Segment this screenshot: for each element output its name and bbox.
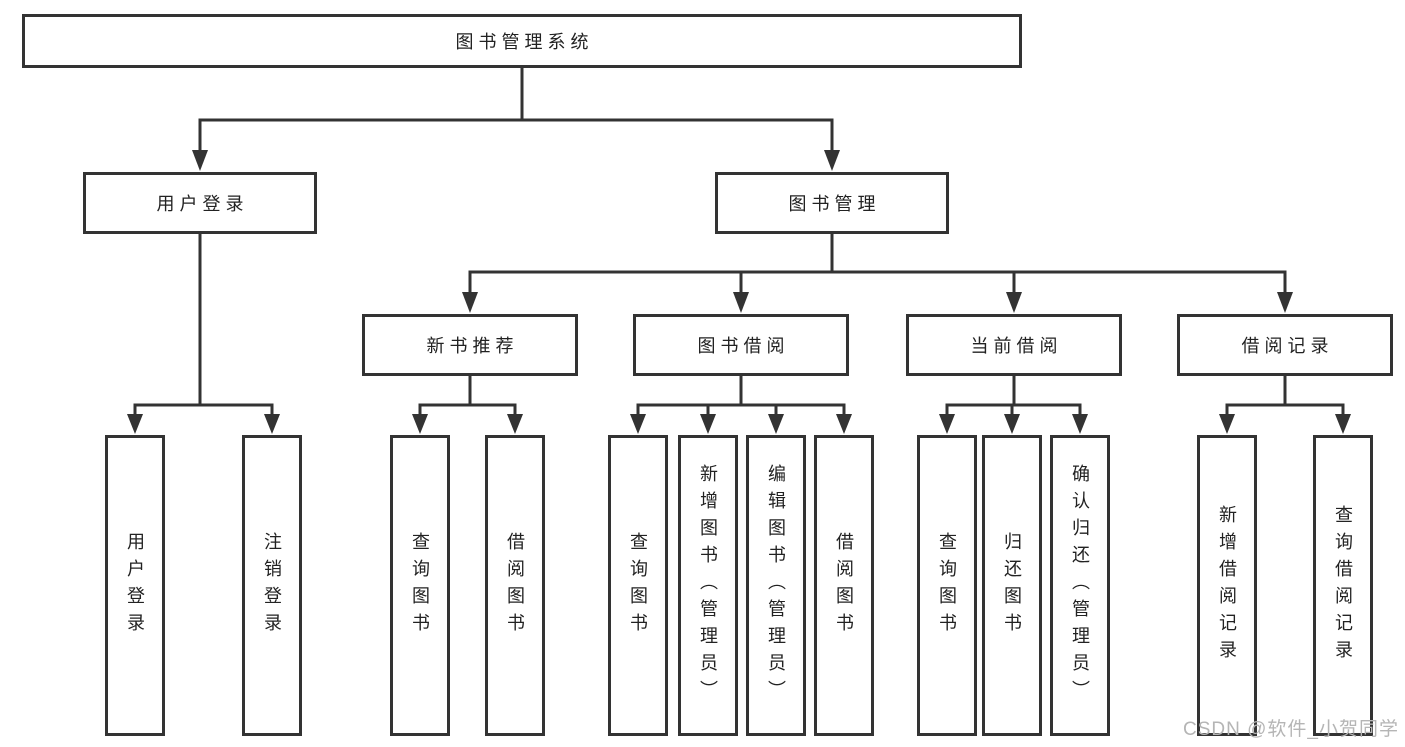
leaf-logout-label: 注销登录 (262, 531, 282, 640)
arrowhead (1219, 414, 1235, 434)
arrowhead (768, 414, 784, 434)
node-new-book-rec-label: 新书推荐 (426, 336, 519, 356)
leaf-nb-borrow-book: 借阅图书 (485, 435, 545, 736)
leaf-bb-borrow-book: 借阅图书 (814, 435, 874, 736)
leaf-bb-add-book: 新增图书（管理员） (678, 435, 738, 736)
node-new-book-rec: 新书推荐 (362, 314, 578, 376)
leaf-br-query-record: 查询借阅记录 (1313, 435, 1373, 736)
arrowhead (836, 414, 852, 434)
arrowhead (1072, 414, 1088, 434)
leaf-cb-return-book: 归还图书 (982, 435, 1042, 736)
leaf-nb-query-book: 查询图书 (390, 435, 450, 736)
arrowhead (127, 414, 143, 434)
node-root-label: 图书管理系统 (455, 32, 594, 52)
arrowhead (192, 150, 208, 171)
node-user-login: 用户登录 (83, 172, 317, 234)
leaf-user-login-label: 用户登录 (125, 531, 145, 640)
connector-book-borrow-children (630, 376, 852, 434)
leaf-br-add-record-label: 新增借阅记录 (1217, 504, 1237, 667)
node-book-mgmt: 图书管理 (715, 172, 949, 234)
arrowhead (733, 292, 749, 313)
node-borrow-record-label: 借阅记录 (1241, 336, 1334, 356)
connector-book-mgmt-children (462, 234, 1293, 313)
watermark: CSDN @软件_小贺同学 (1183, 719, 1399, 740)
connector-user-login-children (127, 234, 280, 434)
leaf-bb-query-book: 查询图书 (608, 435, 668, 736)
node-book-mgmt-label: 图书管理 (788, 194, 881, 214)
node-root: 图书管理系统 (22, 14, 1022, 68)
leaf-br-add-record: 新增借阅记录 (1197, 435, 1257, 736)
arrowhead (1277, 292, 1293, 313)
leaf-nb-query-book-label: 查询图书 (410, 531, 430, 640)
node-borrow-record: 借阅记录 (1177, 314, 1393, 376)
arrowhead (264, 414, 280, 434)
leaf-bb-add-book-label: 新增图书（管理员） (698, 464, 718, 707)
arrowhead (462, 292, 478, 313)
leaf-cb-confirm-return: 确认归还（管理员） (1050, 435, 1110, 736)
connector-root-to-level2 (192, 68, 840, 171)
leaf-cb-confirm-return-label: 确认归还（管理员） (1070, 464, 1090, 707)
node-book-borrow: 图书借阅 (633, 314, 849, 376)
node-book-borrow-label: 图书借阅 (697, 336, 790, 356)
leaf-nb-borrow-book-label: 借阅图书 (505, 531, 525, 640)
leaf-logout: 注销登录 (242, 435, 302, 736)
node-current-borrow: 当前借阅 (906, 314, 1122, 376)
node-user-login-label: 用户登录 (156, 194, 249, 214)
connector-borrow-record-children (1219, 376, 1351, 434)
arrowhead (412, 414, 428, 434)
leaf-user-login: 用户登录 (105, 435, 165, 736)
arrowhead (700, 414, 716, 434)
arrowhead (824, 150, 840, 171)
arrowhead (939, 414, 955, 434)
leaf-bb-edit-book: 编辑图书（管理员） (746, 435, 806, 736)
arrowhead (1004, 414, 1020, 434)
node-current-borrow-label: 当前借阅 (970, 336, 1063, 356)
leaf-bb-edit-book-label: 编辑图书（管理员） (766, 464, 786, 707)
leaf-cb-query-book-label: 查询图书 (937, 531, 957, 640)
connector-current-borrow-children (939, 376, 1088, 434)
leaf-bb-borrow-book-label: 借阅图书 (834, 531, 854, 640)
leaf-cb-return-book-label: 归还图书 (1002, 531, 1022, 640)
leaf-cb-query-book: 查询图书 (917, 435, 977, 736)
arrowhead (1335, 414, 1351, 434)
arrowhead (630, 414, 646, 434)
arrowhead (507, 414, 523, 434)
connector-new-book-rec-children (412, 376, 523, 434)
leaf-bb-query-book-label: 查询图书 (628, 531, 648, 640)
arrowhead (1006, 292, 1022, 313)
leaf-br-query-record-label: 查询借阅记录 (1333, 504, 1353, 667)
